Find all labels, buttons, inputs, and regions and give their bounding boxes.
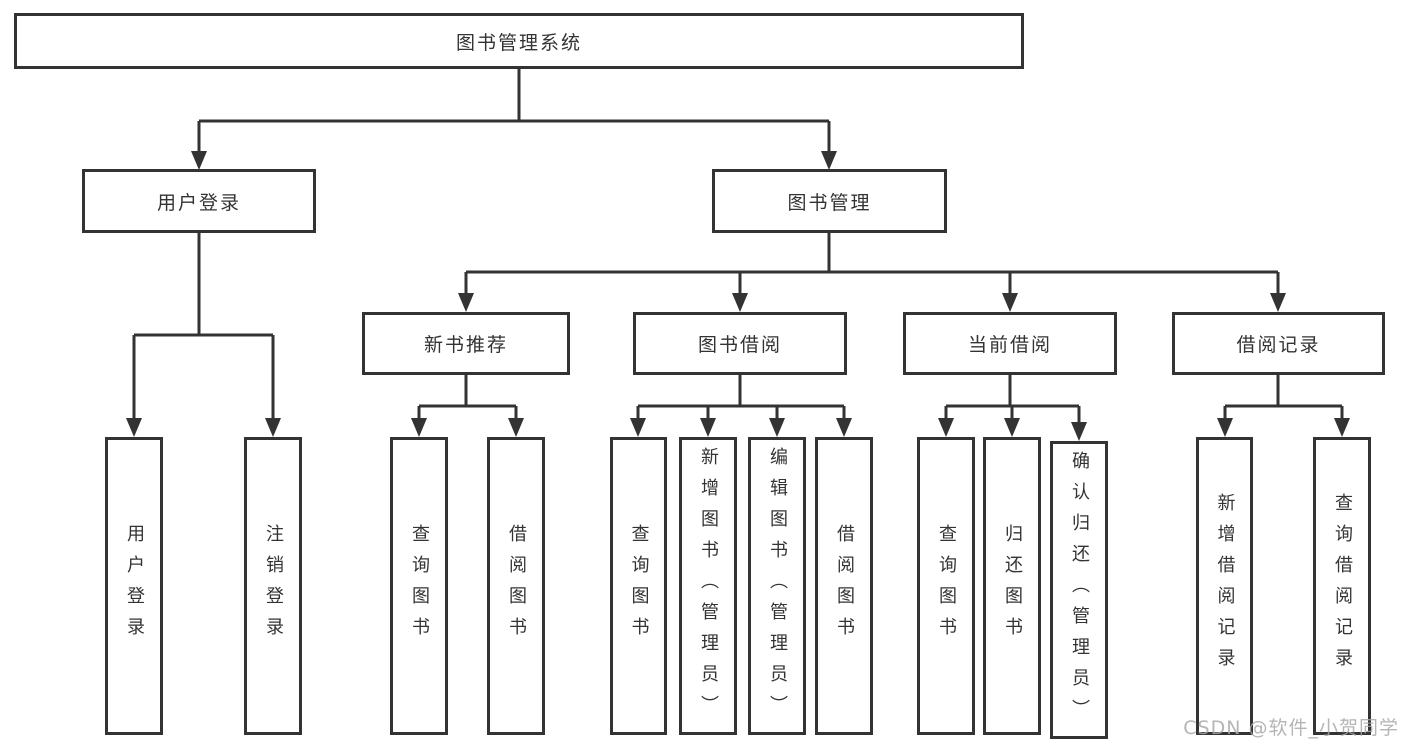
edge-records-to-leaves xyxy=(1217,374,1350,437)
node-label: 图书借阅 xyxy=(697,334,782,356)
node-label: 用户登录 xyxy=(124,524,145,648)
node-label: 图书管理系统 xyxy=(455,31,582,54)
leaf-query-books-recommend: 查询图书 xyxy=(390,437,448,735)
leaf-query-books-borrow: 查询图书 xyxy=(610,437,667,735)
node-label: 借阅图书 xyxy=(834,524,855,648)
edge-userlogin-to-leaves xyxy=(126,232,281,437)
node-root-system: 图书管理系统 xyxy=(14,13,1024,69)
node-borrowing-records: 借阅记录 xyxy=(1172,312,1385,375)
leaf-borrow-books: 借阅图书 xyxy=(815,437,873,735)
edge-borrow-to-leaves xyxy=(630,374,852,437)
node-label: 查询图书 xyxy=(409,524,430,648)
leaf-logout: 注销登录 xyxy=(244,437,302,735)
node-label: 图书管理 xyxy=(787,191,872,214)
node-label: 归还图书 xyxy=(1002,524,1023,648)
node-new-book-recommend: 新书推荐 xyxy=(362,312,570,375)
node-current-borrowing: 当前借阅 xyxy=(903,312,1117,375)
leaf-return-books: 归还图书 xyxy=(983,437,1041,735)
edge-current-to-leaves xyxy=(938,374,1087,441)
edge-recommend-to-leaves xyxy=(411,374,524,437)
edge-root-to-level2 xyxy=(191,68,837,170)
leaf-query-books-current: 查询图书 xyxy=(917,437,975,735)
leaf-borrow-books-recommend: 借阅图书 xyxy=(487,437,545,735)
node-label: 新增借阅记录 xyxy=(1214,493,1236,679)
leaf-add-books-admin: 新增图书（管理员） xyxy=(679,437,737,735)
node-label: 用户登录 xyxy=(156,191,241,214)
leaf-edit-books-admin: 编辑图书（管理员） xyxy=(748,437,806,735)
node-label: 查询图书 xyxy=(628,524,650,648)
node-user-login: 用户登录 xyxy=(82,169,316,233)
node-book-management: 图书管理 xyxy=(712,169,947,233)
node-label: 借阅图书 xyxy=(506,524,527,648)
node-label: 当前借阅 xyxy=(967,334,1052,356)
node-label: 新书推荐 xyxy=(423,334,508,356)
node-label: 注销登录 xyxy=(263,524,284,648)
leaf-user-login: 用户登录 xyxy=(105,437,163,735)
node-label: 编辑图书（管理员） xyxy=(767,446,788,726)
node-label: 查询借阅记录 xyxy=(1332,493,1353,679)
node-label: 新增图书（管理员） xyxy=(698,446,719,726)
csdn-watermark: CSDN @软件_小贺同学 xyxy=(1183,717,1399,739)
leaf-confirm-return-admin: 确认归还（管理员） xyxy=(1050,441,1108,739)
leaf-add-borrow-record: 新增借阅记录 xyxy=(1196,437,1253,735)
node-label: 确认归还（管理员） xyxy=(1069,450,1090,730)
node-label: 借阅记录 xyxy=(1236,334,1321,356)
edge-bookmgmt-to-level3 xyxy=(458,232,1286,312)
leaf-query-borrow-record: 查询借阅记录 xyxy=(1313,437,1371,735)
node-book-borrowing: 图书借阅 xyxy=(633,312,847,375)
node-label: 查询图书 xyxy=(936,524,957,648)
